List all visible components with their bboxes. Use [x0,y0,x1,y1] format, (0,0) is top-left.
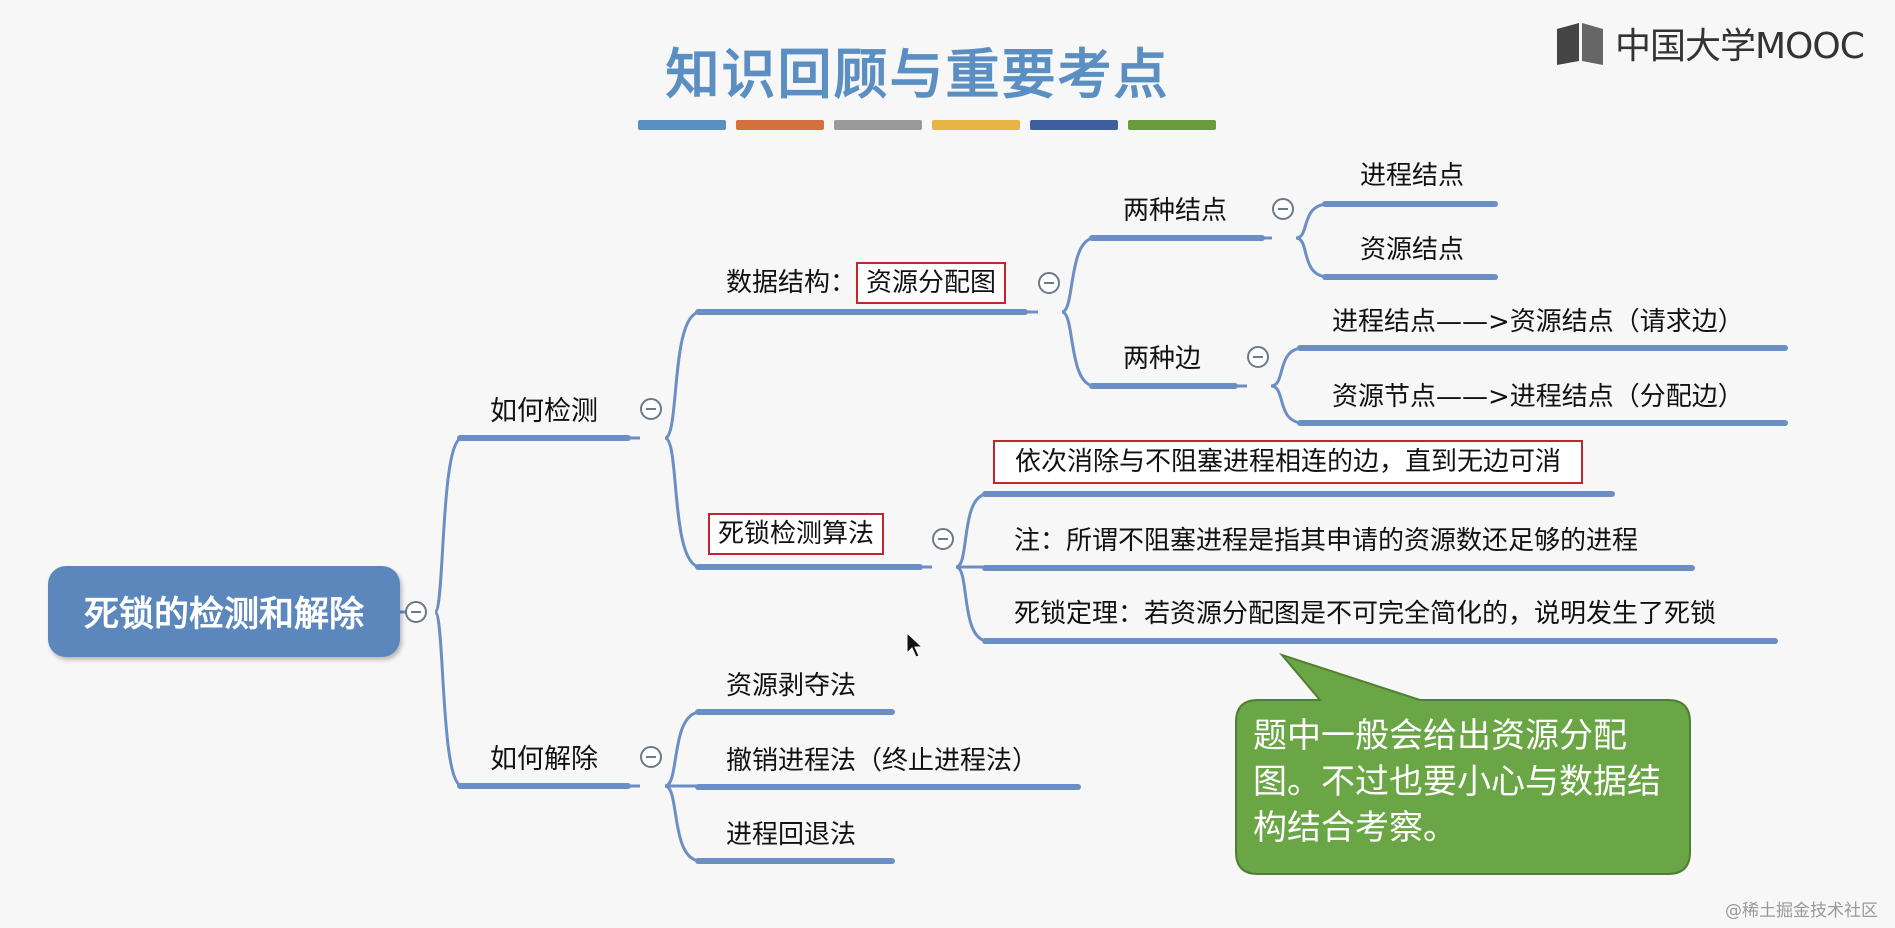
node-algo-note[interactable]: 注：所谓不阻塞进程是指其申请的资源数还足够的进程 [1014,526,1639,556]
color-bar [1128,120,1216,130]
node-process-node[interactable]: 进程结点 [1360,161,1465,191]
collapse-toggle-icon[interactable] [1247,346,1269,368]
collapse-toggle-icon[interactable] [640,398,662,420]
node-deadlock-theorem[interactable]: 死锁定理：若资源分配图是不可完全简化的，说明发生了死锁 [1014,599,1717,629]
node-resource-node[interactable]: 资源结点 [1360,235,1465,265]
color-bar [834,120,922,130]
color-bar [736,120,824,130]
color-bar [932,120,1020,130]
color-bar [638,120,726,130]
mouse-cursor-icon [906,632,924,658]
collapse-toggle-icon[interactable] [405,601,427,623]
collapse-toggle-icon[interactable] [1038,272,1060,294]
callout-text: 题中一般会给出资源分配图。不过也要小心与数据结构结合考察。 [1253,716,1661,848]
data-structure-prefix: 数据结构： [726,268,857,298]
resource-allocation-graph-box: 资源分配图 [856,262,1007,304]
collapse-toggle-icon[interactable] [640,746,662,768]
node-resolve[interactable]: 如何解除 [490,744,598,775]
node-preempt[interactable]: 资源剥夺法 [726,671,857,701]
color-bar [1030,120,1118,130]
node-two-nodes[interactable]: 两种结点 [1123,196,1228,226]
callout-bubble [1235,652,1691,875]
page-title: 知识回顾与重要考点 [665,42,1170,106]
node-rollback[interactable]: 进程回退法 [726,820,857,850]
node-algo-step[interactable]: 依次消除与不阻塞进程相连的边，直到无边可消 [993,440,1584,484]
logo-text: 中国大学MOOC [1615,26,1865,67]
watermark: @稀土掘金技术社区 [1725,901,1878,921]
node-terminate[interactable]: 撤销进程法（终止进程法） [726,746,1039,776]
root-node[interactable]: 死锁的检测和解除 [48,566,400,657]
node-two-edges[interactable]: 两种边 [1123,344,1202,374]
node-request-edge[interactable]: 进程结点——>资源结点（请求边） [1332,307,1744,337]
node-assign-edge[interactable]: 资源节点——>进程结点（分配边） [1332,382,1744,412]
collapse-toggle-icon[interactable] [932,528,954,550]
collapse-toggle-icon[interactable] [1272,198,1294,220]
title-color-bars [638,120,1216,130]
node-data-structure[interactable]: 数据结构： 资源分配图 [726,262,1007,304]
node-detect[interactable]: 如何检测 [490,396,598,427]
node-detection-algorithm[interactable]: 死锁检测算法 [708,513,885,555]
mooc-logo: 中国大学MOOC [1555,18,1865,68]
book-logo-icon [1557,23,1603,65]
